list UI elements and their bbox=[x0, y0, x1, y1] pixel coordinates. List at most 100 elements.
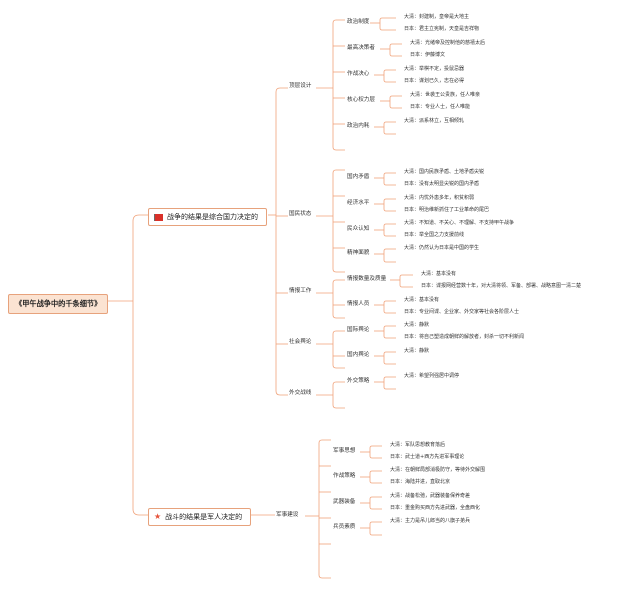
connector-line bbox=[369, 470, 382, 474]
connector-line bbox=[369, 480, 382, 484]
connector-line bbox=[383, 69, 396, 73]
branch-soldiers[interactable]: ★ 战斗的结果是军人决定的 bbox=[148, 508, 252, 526]
leaf-text: 日本：君主立宪制，天皇是吉祥物 bbox=[404, 26, 480, 32]
leaf-text: 日本：专业间谍、企业家、外交家等社会各阶层人士 bbox=[404, 309, 520, 315]
sub-morale[interactable]: 精神面貌 bbox=[347, 250, 370, 256]
leaf-text: 大清：仍然认为日本是中国的学生 bbox=[404, 245, 480, 251]
connector-line bbox=[332, 314, 345, 319]
leaf-text: 日本：谍报网经营数十年，对大清将领、军备、部署、战略意图一清二楚 bbox=[421, 283, 582, 289]
connector-line bbox=[369, 532, 382, 536]
connector-line bbox=[318, 439, 331, 444]
connector-line bbox=[399, 274, 413, 278]
connector-line bbox=[369, 506, 382, 510]
connector-line bbox=[332, 169, 345, 174]
connector-line bbox=[275, 390, 288, 396]
sub-domestic-conflict[interactable]: 国内矛盾 bbox=[347, 174, 370, 180]
connector-line bbox=[332, 146, 345, 151]
connector-line bbox=[383, 310, 396, 314]
leaf-text: 大清：光绪帝及控制他的慈禧太后 bbox=[410, 40, 486, 46]
connector-line bbox=[383, 351, 396, 355]
connector-line bbox=[383, 198, 396, 202]
connector-line bbox=[383, 172, 396, 176]
leaf-text: 大清：希望列强居中调停 bbox=[404, 373, 460, 379]
leaf-text: 大清：国内民族矛盾、土地矛盾尖锐 bbox=[404, 169, 485, 175]
leaf-text: 大清：军队思想教育落后 bbox=[390, 442, 446, 448]
connector-line bbox=[389, 53, 402, 57]
connector-line bbox=[383, 233, 396, 237]
connector-line bbox=[383, 361, 396, 365]
connector-line bbox=[369, 521, 382, 525]
connector-line bbox=[132, 508, 148, 516]
connector-line bbox=[383, 223, 396, 227]
sub-political-system[interactable]: 政治制度 bbox=[347, 19, 370, 25]
sub-public-awareness[interactable]: 民众认知 bbox=[347, 226, 370, 232]
connector-line bbox=[332, 330, 345, 335]
sub-intel-quantity[interactable]: 情报数量及质量 bbox=[347, 276, 387, 282]
leaf-text: 日本：没有太明显尖锐的国内矛盾 bbox=[404, 181, 480, 187]
connector-line bbox=[399, 284, 413, 288]
leaf-text: 大清：封建制，皇帝是大地主 bbox=[404, 14, 470, 20]
leaf-text: 大清：内忧外患多年，积贫积弱 bbox=[404, 195, 475, 201]
topic-military-building[interactable]: 军事建设 bbox=[276, 512, 299, 518]
leaf-text: 大清：在朝鲜局部消极防守，等待外交解围 bbox=[390, 467, 486, 473]
leaf-text: 日本：将自己塑造成朝鲜的解放者，封杀一切不利新闻 bbox=[404, 334, 525, 340]
leaf-text: 大清：基本没有 bbox=[404, 297, 440, 303]
connector-line bbox=[332, 279, 345, 284]
root-node[interactable]: 《甲午战争中的千条细节》 bbox=[8, 294, 109, 314]
connector-line bbox=[379, 27, 396, 31]
connector-line bbox=[332, 381, 345, 386]
connector-line bbox=[369, 496, 382, 500]
sub-war-resolve[interactable]: 作战决心 bbox=[347, 71, 370, 77]
sub-diplomatic-strategy[interactable]: 外交策略 bbox=[347, 378, 370, 384]
sub-weapons[interactable]: 武器装备 bbox=[333, 499, 356, 505]
leaf-text: 大清：派系林立，互相倾轧 bbox=[404, 118, 465, 124]
leaf-text: 大清：静默 bbox=[404, 348, 430, 354]
topic-top-design[interactable]: 顶层设计 bbox=[289, 83, 312, 89]
sub-intel-personnel[interactable]: 情报人员 bbox=[347, 301, 370, 307]
connector-line bbox=[318, 574, 331, 579]
connector-line bbox=[383, 208, 396, 212]
branch-label: 战争的结果是综合国力决定的 bbox=[167, 212, 258, 221]
topic-public-opinion[interactable]: 社会舆论 bbox=[289, 339, 312, 345]
sub-domestic-opinion[interactable]: 国内舆论 bbox=[347, 352, 370, 358]
connector-line bbox=[383, 131, 396, 135]
branch-national-power[interactable]: 战争的结果是综合国力决定的 bbox=[148, 208, 267, 226]
connector-line bbox=[389, 43, 402, 47]
sub-infighting[interactable]: 政治内耗 bbox=[347, 123, 370, 129]
sub-troop-quality[interactable]: 兵员素质 bbox=[333, 524, 356, 530]
star-icon: ★ bbox=[154, 512, 162, 521]
connector-line bbox=[383, 259, 396, 263]
connector-line bbox=[383, 376, 396, 380]
connector-line bbox=[383, 182, 396, 186]
leaf-text: 大清：战备松弛，武器装备保养奇差 bbox=[390, 493, 471, 499]
leaf-text: 大清：基本没有 bbox=[421, 271, 457, 277]
connector-line bbox=[332, 364, 345, 369]
flag-icon bbox=[154, 213, 163, 221]
connector-line bbox=[275, 87, 288, 93]
leaf-text: 大清：举棋不定，投鼠忌器 bbox=[404, 66, 465, 72]
sub-military-thought[interactable]: 军事思想 bbox=[333, 448, 356, 454]
connector-line bbox=[383, 121, 396, 125]
leaf-text: 大清：静默 bbox=[404, 322, 430, 328]
sub-decision-maker[interactable]: 最高决策者 bbox=[347, 45, 375, 51]
leaf-text: 大清：世袭王公贵族，任人唯亲 bbox=[410, 92, 481, 98]
sub-intl-opinion[interactable]: 国际舆论 bbox=[347, 327, 370, 333]
connector-line bbox=[132, 214, 148, 222]
sub-economy[interactable]: 经济水平 bbox=[347, 200, 370, 206]
sub-core-power[interactable]: 核心权力层 bbox=[347, 97, 375, 103]
connector-line bbox=[379, 17, 396, 21]
leaf-text: 日本：举全国之力支援前线 bbox=[404, 232, 465, 238]
connector-line bbox=[383, 386, 396, 390]
connector-line bbox=[369, 445, 382, 449]
topic-intelligence[interactable]: 情报工作 bbox=[289, 288, 312, 294]
sub-battle-strategy[interactable]: 作战策略 bbox=[333, 473, 356, 479]
connector-line bbox=[383, 300, 396, 304]
leaf-text: 日本：明治维新抓住了工业革命的尾巴 bbox=[404, 207, 490, 213]
topic-diplomacy[interactable]: 外交战线 bbox=[289, 390, 312, 396]
leaf-text: 日本：专业人士，任人唯能 bbox=[410, 104, 471, 110]
leaf-text: 日本：伊藤博文 bbox=[410, 52, 446, 58]
connector-line bbox=[369, 455, 382, 459]
topic-national-state[interactable]: 国民状态 bbox=[289, 211, 312, 217]
leaf-text: 大清：主力是吊儿郎当的八旗子弟兵 bbox=[390, 518, 471, 524]
